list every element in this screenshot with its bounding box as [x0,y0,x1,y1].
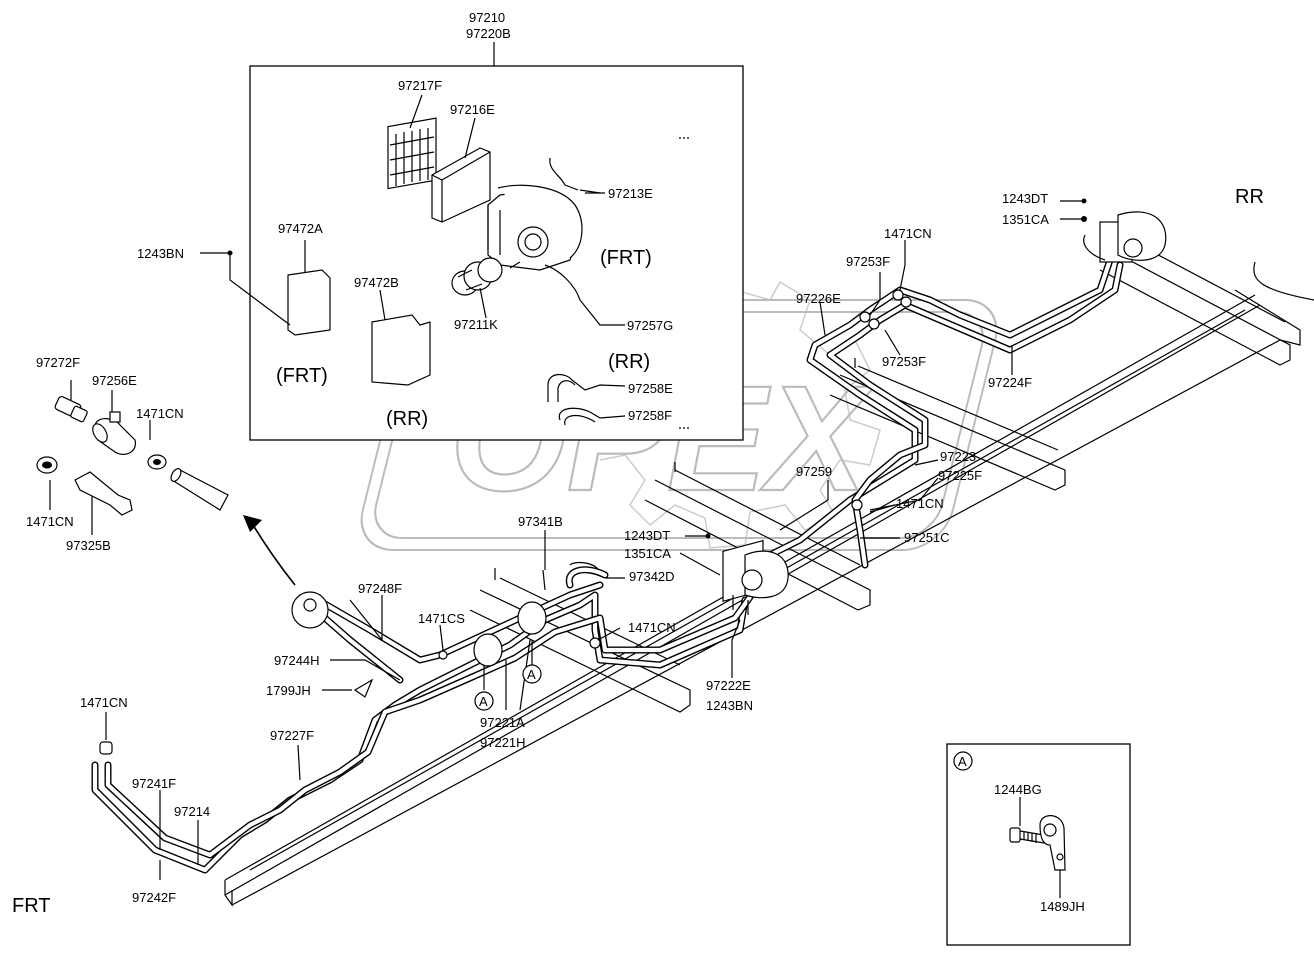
clamp-markers [99,198,1087,755]
labels: FRT RR 97210 97220B 97217F 97216E 97213E… [12,10,1264,917]
label-97214: 97214 [174,804,210,819]
label-97325B: 97325B [66,538,111,553]
mid-heater-unit [722,539,789,615]
label-1799JH: 1799JH [266,683,311,698]
label-1489JH: 1489JH [1040,899,1085,914]
label-97221A: 97221A [480,715,525,730]
inset-a-marker-circle [953,751,973,771]
bracket-97472B [371,314,431,386]
clamp-1489JH [1039,815,1066,871]
connector-97272F [54,395,88,423]
label-97223: 97223 [940,449,976,464]
label-97259: 97259 [796,464,832,479]
label-1471CN-left-b: 1471CN [26,514,74,529]
label-1351CA-rr: 1351CA [1002,212,1049,227]
label-97257G: 97257G [627,318,673,333]
label-97258E: 97258E [628,381,673,396]
clamp-1471CN-b [36,456,58,474]
label-97253F-a: 97253F [846,254,890,269]
label-97342D: 97342D [629,569,675,584]
pointer-arrow-curve [249,519,296,586]
grommet-a2 [517,601,547,635]
label-97226E: 97226E [796,291,841,306]
clamp-1471CN-a [147,454,167,470]
label-1471CN-front: 1471CN [80,695,128,710]
label-97341B: 97341B [518,514,563,529]
label-97258F: 97258F [628,408,672,423]
inset-heater-assembly [249,42,744,441]
hook-97258E [547,374,626,402]
label-1471CS: 1471CS [418,611,465,626]
label-97244H: 97244H [274,653,320,668]
label-97272F: 97272F [36,355,80,370]
label-97224F: 97224F [988,375,1032,390]
marker-a1: A [479,694,488,709]
marker-a1-circle [474,691,494,711]
label-1243DT-mid: 1243DT [624,528,670,543]
label-97253F-b: 97253F [882,354,926,369]
label-97210: 97210 [469,10,505,25]
label-97220B: 97220B [466,26,511,41]
label-1243DT-rr: 1243DT [1002,191,1048,206]
front-heater-port [303,598,317,612]
heater-core-97216E [431,117,491,223]
inset-a-box [946,743,1131,946]
label-1244BG: 1244BG [994,782,1042,797]
label-rr-bracket: (RR) [386,408,428,430]
label-97242F: 97242F [132,890,176,905]
label-1471CN-top: 1471CN [884,226,932,241]
wire-97257G [544,264,625,326]
bracket-97472A [287,269,331,336]
label-97217F: 97217F [398,78,442,93]
label-frt-blower: (FRT) [600,247,652,269]
label-97241F: 97241F [132,776,176,791]
valve-97256E [92,411,137,455]
label-1243BN-top: 1243BN [137,246,184,261]
left-loose-parts [36,395,229,516]
bolt-1244BG [1009,827,1045,844]
label-97251C: 97251C [904,530,950,545]
filter-97217F [387,94,437,190]
label-97227F: 97227F [270,728,314,743]
label-1351CA-mid: 1351CA [624,546,671,561]
label-1471CN-mid: 1471CN [628,620,676,635]
rear-heater-unit [1083,211,1167,263]
inset-a-marker: A [958,754,967,769]
label-97222E: 97222E [706,678,751,693]
hose-97325B [74,471,133,516]
label-1243BN-mid: 1243BN [706,698,753,713]
label-97211K: 97211K [454,317,498,332]
label-97213E: 97213E [608,186,653,201]
marker-a2: A [527,667,536,682]
label-97472B: 97472B [354,275,399,290]
label-97472A: 97472A [278,221,323,236]
label-rr: RR [1235,186,1264,208]
label-1471CN-left-a: 1471CN [136,406,184,421]
label-frt-bracket: (FRT) [276,365,328,387]
hose-segment [170,468,229,511]
grommet-a1 [473,633,503,667]
label-97256E: 97256E [92,373,137,388]
blower-housing [487,157,605,271]
marker-a2-circle [522,664,542,684]
label-97216E: 97216E [450,102,495,117]
label-97221H: 97221H [480,735,526,750]
label-97248F: 97248F [358,581,402,596]
pointer-arrowhead [243,515,262,532]
label-97225F: 97225F [938,468,982,483]
label-rr-hooks: (RR) [608,351,650,373]
hook-97258F [558,407,626,421]
blower-motor-97211K [451,257,521,319]
label-1471CN-right: 1471CN [896,496,944,511]
inset-a-detail [946,743,1131,946]
label-frt: FRT [12,895,51,917]
